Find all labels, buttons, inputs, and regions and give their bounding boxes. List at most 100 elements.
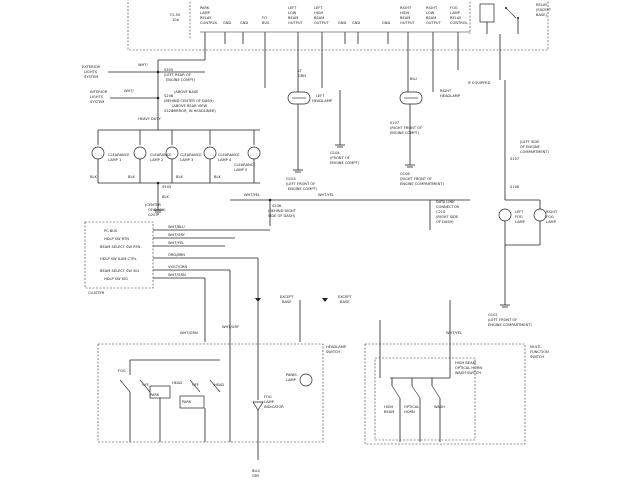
svg-text:BLU/: BLU/ bbox=[252, 469, 261, 473]
fog-relay-label: FOG LAMP RELAY CONTROL bbox=[450, 6, 468, 25]
svg-text:CLEARANCE: CLEARANCE bbox=[218, 153, 240, 157]
svg-text:BEAM: BEAM bbox=[384, 410, 394, 414]
svg-text:(ABOVE REAR VIEW: (ABOVE REAR VIEW bbox=[172, 104, 208, 108]
svg-text:LAMP: LAMP bbox=[546, 220, 557, 224]
splice-s107-note: S107 (RIGHT FRONT OF ENGINE COMPT) bbox=[390, 121, 422, 135]
svg-text:(LEFT REAR OF: (LEFT REAR OF bbox=[164, 73, 191, 77]
highbeam-switch-outline bbox=[374, 357, 476, 441]
headlamp-switch-contacts bbox=[119, 342, 231, 442]
svg-text:HEADLAMP: HEADLAMP bbox=[312, 99, 333, 103]
left-headlamp: LEFT HEADLAMP bbox=[287, 91, 333, 105]
svg-text:LAMP: LAMP bbox=[264, 400, 275, 404]
svg-text:CONNECTOR: CONNECTOR bbox=[436, 205, 460, 209]
multifunction-outline bbox=[364, 343, 526, 445]
clearance-lamp-4: CLEARANCE LAMP 4 bbox=[203, 130, 240, 183]
splice-s305: S305 bbox=[164, 68, 173, 72]
svg-text:(RIGHT FRONT OF: (RIGHT FRONT OF bbox=[400, 177, 432, 181]
svg-text:MIRROR, IN HEADLINER): MIRROR, IN HEADLINER) bbox=[172, 109, 216, 113]
splice-s108: S108 bbox=[510, 185, 520, 189]
svg-text:ENGINE COMPARTMENT): ENGINE COMPARTMENT) bbox=[488, 323, 532, 327]
except-base-marker-2: EXCEPT BASE bbox=[322, 295, 352, 304]
svg-text:BEAM: BEAM bbox=[288, 16, 298, 20]
svg-text:CLEARANCE: CLEARANCE bbox=[234, 163, 256, 167]
wire-label-blk-4: BLK bbox=[214, 175, 221, 179]
svg-text:(RIGHT SIDE: (RIGHT SIDE bbox=[436, 215, 459, 219]
wire-label-wht-yel-right: WHT/YEL bbox=[318, 193, 334, 197]
svg-text:ENGINE COMPT): ENGINE COMPT) bbox=[390, 131, 420, 135]
highbeam-switch-label: HIGH BEAM OPTICAL HORN WASH SWITCH bbox=[455, 361, 482, 375]
svg-text:PC BUS: PC BUS bbox=[104, 229, 118, 233]
svg-text:(BEHIND RIGHT: (BEHIND RIGHT bbox=[268, 209, 297, 213]
svg-text:LAMP: LAMP bbox=[450, 11, 461, 15]
right-low-beam-label: RIGHT LOW BEAM OUTPUT bbox=[426, 6, 441, 25]
splice-s505: S505 bbox=[162, 185, 171, 189]
svg-text:WHT/GRN: WHT/GRN bbox=[168, 273, 186, 277]
svg-text:(FRONT OF: (FRONT OF bbox=[330, 156, 350, 160]
svg-text:FOG: FOG bbox=[450, 6, 458, 10]
relay-except-base-label: RELAY (EXCEPT BASE) bbox=[536, 3, 552, 17]
left-fog-lamp: LEFT FOG LAMP bbox=[498, 208, 526, 224]
svg-text:LAMP 4: LAMP 4 bbox=[218, 158, 232, 162]
svg-text:WASH SWITCH: WASH SWITCH bbox=[455, 371, 481, 375]
splice-s107b: S107 bbox=[510, 157, 519, 161]
switch-off-label-2: OFF bbox=[192, 383, 199, 387]
ground-g103: G103 (LEFT FRONT OF ENGINE COMPT) bbox=[286, 169, 318, 191]
svg-text:(BEHIND CENTER OF DASH): (BEHIND CENTER OF DASH) bbox=[164, 99, 214, 103]
right-fog-lamp: RIGHT FOG LAMP bbox=[533, 200, 558, 224]
wire-label-blk-main: BLK bbox=[162, 195, 169, 199]
svg-text:OPTICAL: OPTICAL bbox=[404, 405, 419, 409]
svg-text:RELAY: RELAY bbox=[450, 16, 462, 20]
svg-text:LAMP 3: LAMP 3 bbox=[180, 158, 193, 162]
svg-text:(ABOVE BASE: (ABOVE BASE bbox=[174, 90, 199, 94]
data-link-connector-label: DATA LINK CONNECTOR bbox=[436, 200, 460, 209]
gnd-label-2: GND bbox=[240, 21, 248, 25]
svg-text:G104: G104 bbox=[330, 151, 340, 155]
svg-text:HDLP SW RTN: HDLP SW RTN bbox=[104, 237, 129, 241]
svg-text:EXTERIOR: EXTERIOR bbox=[82, 65, 101, 69]
svg-text:PANEL: PANEL bbox=[286, 373, 297, 377]
headlamp-switch-feed-wires: WHT/GRN WHT/GRY WHT/YEL bbox=[180, 270, 462, 342]
svg-text:(EXCEPT: (EXCEPT bbox=[536, 8, 552, 12]
fog-lamp-indicator: FOG LAMP INDICATOR bbox=[252, 342, 284, 460]
module-output-wires bbox=[204, 32, 501, 92]
fo-bus-label: FO BUS bbox=[262, 16, 270, 25]
wire-label-blu-2: BLU bbox=[410, 77, 417, 81]
svg-text:LIGHTS: LIGHTS bbox=[84, 70, 98, 74]
left-low-beam-label: LEFT LOW BEAM OUTPUT bbox=[288, 6, 303, 25]
svg-text:BEAM SELECT SW RTN: BEAM SELECT SW RTN bbox=[100, 245, 141, 249]
svg-text:WHT/GRY: WHT/GRY bbox=[168, 233, 186, 237]
except-base-marker-1: EXCEPT BASE bbox=[255, 258, 294, 304]
svg-text:WHT/GRY: WHT/GRY bbox=[222, 325, 240, 329]
svg-text:CONTROL: CONTROL bbox=[450, 21, 468, 25]
svg-text:SIDE OF DASH): SIDE OF DASH) bbox=[268, 214, 296, 218]
svg-text:(RIGHT FRONT OF: (RIGHT FRONT OF bbox=[390, 126, 422, 130]
wire-label-blk-2: BLK bbox=[128, 175, 135, 179]
ground-g102: G102 (LEFT FRONT OF ENGINE COMPARTMENT) bbox=[488, 304, 532, 327]
headlamp-switch-outline bbox=[97, 343, 324, 443]
svg-text:EXCEPT: EXCEPT bbox=[338, 295, 352, 299]
svg-text:OUTPUT: OUTPUT bbox=[288, 21, 303, 25]
svg-text:DATA LINK: DATA LINK bbox=[436, 200, 455, 204]
svg-text:BASE): BASE) bbox=[536, 13, 547, 17]
svg-text:RIGHT: RIGHT bbox=[400, 6, 412, 10]
panel-lamp: PANEL LAMP bbox=[286, 373, 313, 387]
ground-g203-label-2: OF DASH) bbox=[148, 208, 166, 212]
svg-text:FOG: FOG bbox=[546, 215, 554, 219]
svg-text:FUNCTION: FUNCTION bbox=[530, 350, 549, 354]
splice-s206: S206 bbox=[164, 94, 174, 98]
svg-text:CONTROL: CONTROL bbox=[200, 21, 218, 25]
wire-label-wht-yel-mid: WHT/YEL bbox=[244, 193, 260, 197]
splice-s305-note: (LEFT REAR OF ENGINE COMPT) bbox=[164, 73, 196, 82]
multifunction-label: MULTI- FUNCTION SWITCH bbox=[530, 345, 549, 359]
wire-label-blk-3: BLK bbox=[176, 175, 183, 179]
svg-text:FOG: FOG bbox=[264, 395, 272, 399]
cluster-outline bbox=[84, 221, 154, 289]
gnd-label-5: GND bbox=[382, 21, 390, 25]
svg-text:HIGH BEAM: HIGH BEAM bbox=[455, 361, 476, 365]
svg-text:LIGHTS: LIGHTS bbox=[90, 95, 104, 99]
svg-text:SYSTEM: SYSTEM bbox=[90, 100, 104, 104]
wire-label-blk-1: BLK bbox=[90, 175, 97, 179]
junction-s305 bbox=[156, 70, 160, 74]
svg-text:LEFT: LEFT bbox=[515, 210, 524, 214]
